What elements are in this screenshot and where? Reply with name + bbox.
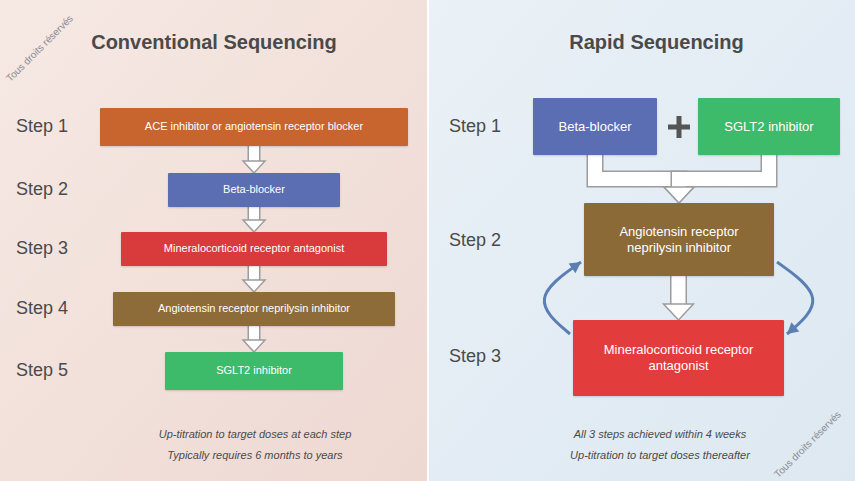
box-label: ACE inhibitor or angiotensin receptor bl… xyxy=(145,120,363,133)
panel-ground xyxy=(428,0,855,481)
flow-arrow xyxy=(664,155,769,203)
step-label: Step 2 xyxy=(16,179,68,200)
drug-box: Angiotensin receptor neprilysin inhibito… xyxy=(584,203,774,276)
arrow-head xyxy=(664,187,694,203)
box-label: Mineralocorticoid receptor antagonist xyxy=(164,242,344,255)
step-label: Step 3 xyxy=(16,238,68,259)
arrow-head xyxy=(243,220,265,232)
arrow-shaft xyxy=(249,146,259,162)
arrow-head xyxy=(243,340,265,352)
step-label: Step 1 xyxy=(449,116,501,137)
drug-box: Beta-blocker xyxy=(168,173,340,207)
note-text: All 3 steps achieved within 4 weeks xyxy=(510,428,810,440)
panel-heading: Rapid Sequencing xyxy=(458,30,855,54)
drug-box: SGLT2 inhibitor xyxy=(698,98,840,155)
drug-box: Mineralocorticoid receptor antagonist xyxy=(573,320,784,396)
drug-box: SGLT2 inhibitor xyxy=(165,352,343,390)
box-label: SGLT2 inhibitor xyxy=(216,364,292,377)
note-text: Typically requires 6 months to years xyxy=(105,449,405,461)
arrow-outline xyxy=(248,326,261,341)
box-label: Mineralocorticoid receptor antagonist xyxy=(581,342,776,373)
panel-heading: Conventional Sequencing xyxy=(0,30,428,54)
flow-arrow xyxy=(243,146,265,173)
flow-arrow xyxy=(243,326,265,352)
step-label: Step 3 xyxy=(449,346,501,367)
arrow-head xyxy=(664,187,694,203)
arrow-head xyxy=(243,280,265,292)
arrow-head xyxy=(243,161,265,173)
box-label: Beta-blocker xyxy=(559,119,632,135)
note-text: Up-titration to target doses thereafter xyxy=(510,449,810,461)
flow-arrow xyxy=(243,207,265,232)
arrow-head xyxy=(787,322,799,334)
flow-arrow xyxy=(664,276,694,320)
arrow-outline xyxy=(670,276,687,305)
drug-box: ACE inhibitor or angiotensin receptor bl… xyxy=(100,108,408,146)
step-label: Step 4 xyxy=(16,298,68,319)
step-label: Step 1 xyxy=(16,116,68,137)
arrow-shaft xyxy=(249,266,259,281)
arrow-shaft xyxy=(249,326,259,341)
watermark: Tous droits réservés xyxy=(772,409,843,480)
arrow-shaft xyxy=(679,155,769,188)
arrow-outline xyxy=(248,146,261,162)
box-label: SGLT2 inhibitor xyxy=(724,119,813,135)
flow-arrow xyxy=(243,266,265,292)
arrow-head xyxy=(569,262,581,273)
arrow-shaft xyxy=(595,155,679,188)
step-label: Step 2 xyxy=(449,230,501,251)
step-label: Step 5 xyxy=(16,360,68,381)
drug-box: Mineralocorticoid receptor antagonist xyxy=(121,232,387,266)
arrow-outline xyxy=(248,207,261,221)
arrow-shaft xyxy=(249,207,259,221)
drug-box: Angiotensin receptor neprilysin inhibito… xyxy=(113,292,395,326)
box-label: Angiotensin receptor neprilysin inhibito… xyxy=(592,224,766,255)
panel-divider xyxy=(427,0,429,481)
arrow-outline xyxy=(248,266,261,281)
arrow-shaft xyxy=(672,276,686,305)
plus-symbol xyxy=(668,116,690,138)
watermark: Tous droits réservés xyxy=(4,13,75,84)
note-text: Up-titration to target doses at each ste… xyxy=(105,428,405,440)
box-label: Beta-blocker xyxy=(223,183,285,196)
arrow-head xyxy=(664,304,694,320)
arrow-outline xyxy=(679,155,769,188)
panel-ground xyxy=(0,0,428,481)
box-label: Angiotensin receptor neprilysin inhibito… xyxy=(158,302,350,315)
drug-box: Beta-blocker xyxy=(533,98,657,155)
arrow-outline xyxy=(595,155,679,188)
